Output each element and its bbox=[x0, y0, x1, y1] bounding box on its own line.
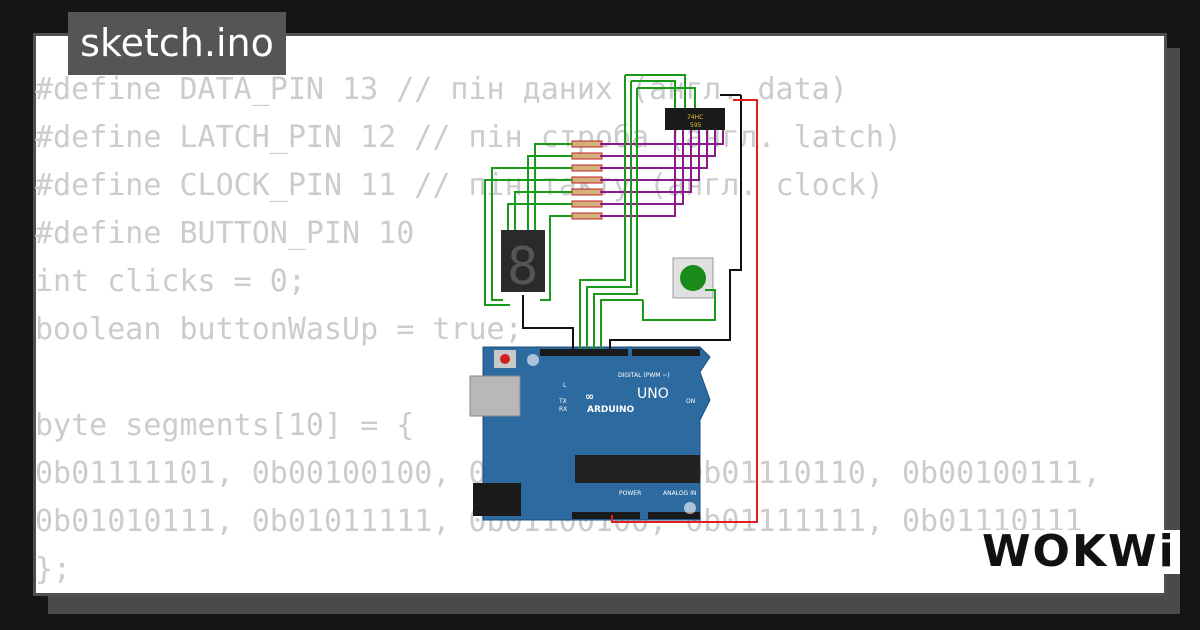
wires bbox=[484, 74, 758, 523]
pushbutton-cap[interactable] bbox=[680, 265, 706, 291]
code-line: boolean buttonWasUp = true; bbox=[35, 312, 523, 347]
file-tab[interactable]: sketch.ino bbox=[68, 12, 286, 75]
code-line: byte segments[10] = { bbox=[35, 408, 415, 443]
analog-label: ANALOG IN bbox=[663, 490, 696, 497]
power-header bbox=[572, 512, 640, 519]
mount-hole bbox=[684, 502, 696, 514]
reset-button-cap[interactable] bbox=[500, 354, 510, 364]
tx-label: TX bbox=[558, 398, 567, 405]
digital-header-right bbox=[632, 349, 700, 356]
digital-label: DIGITAL (PWM ~) bbox=[618, 372, 670, 379]
code-line: #define CLOCK_PIN 11 // пін такту (англ.… bbox=[35, 168, 884, 203]
chip-label-line1: 74HC bbox=[687, 114, 703, 121]
code-line: }; bbox=[35, 552, 72, 587]
code-line: #define BUTTON_PIN 10 bbox=[35, 216, 415, 251]
arduino-brand-text: ARDUINO bbox=[587, 405, 635, 415]
atmega-chip bbox=[575, 455, 700, 483]
code-line: 0b01111101, 0b00100100, 0b01111010, 0b01… bbox=[35, 456, 1101, 491]
rx-label: RX bbox=[559, 406, 567, 413]
segment-digit: 8 bbox=[507, 237, 538, 297]
on-label: ON bbox=[686, 398, 695, 405]
digital-header-left bbox=[540, 349, 628, 356]
l-led-label: L bbox=[563, 382, 567, 389]
usb-port bbox=[469, 375, 521, 417]
board-model-label: UNO bbox=[637, 386, 669, 402]
resistor-array[interactable] bbox=[571, 140, 603, 220]
shift-register-74hc595[interactable]: 74HC 595 bbox=[665, 108, 725, 130]
arduino-uno[interactable]: ∞ ARDUINO UNO DIGITAL (PWM ~) POWER ANAL… bbox=[469, 346, 711, 521]
pushbutton[interactable] bbox=[672, 257, 714, 299]
power-jack bbox=[473, 483, 521, 516]
code-preview: #define DATA_PIN 13 // пін даних (англ. … bbox=[35, 66, 1101, 594]
chip-label-line2: 595 bbox=[690, 122, 702, 129]
infinity-logo: ∞ bbox=[585, 390, 594, 403]
mount-hole bbox=[527, 354, 539, 366]
code-line: #define DATA_PIN 13 // пін даних (англ. … bbox=[35, 72, 848, 107]
seven-segment-display[interactable]: 8 bbox=[501, 230, 545, 297]
analog-header bbox=[648, 512, 700, 519]
code-line: int clicks = 0; bbox=[35, 264, 306, 299]
wokwi-logo[interactable]: WOKWi bbox=[978, 530, 1180, 574]
power-label: POWER bbox=[619, 490, 641, 497]
